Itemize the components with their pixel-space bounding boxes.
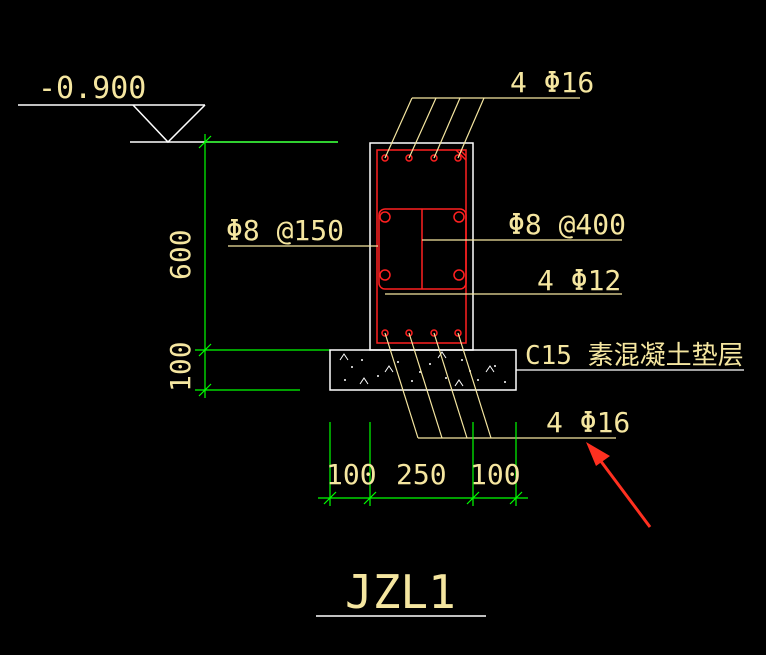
dim-h-right-label: 100 (470, 458, 521, 491)
dim-100-label: 100 (164, 341, 197, 392)
drawing-title: JZL1 (345, 565, 456, 619)
dim-h-middle-label: 250 (396, 458, 447, 491)
side-rebar-dot (453, 269, 465, 281)
stirrup-main-label: Φ8 @150 (226, 214, 344, 247)
side-rebar-dot (453, 211, 465, 223)
bottom-rebar-label: 4 Φ16 (546, 406, 630, 439)
side-rebar-dot (379, 269, 391, 281)
stirrup-tie-label: Φ8 @400 (508, 208, 626, 241)
annotation-arrow (586, 442, 652, 528)
top-rebar-leaders (384, 97, 580, 159)
top-rebar-label: 4 Φ16 (510, 66, 594, 99)
vertical-dimension (195, 134, 338, 398)
dim-h-left-label: 100 (326, 458, 377, 491)
pad-hatch (344, 359, 506, 383)
rebar-dots (379, 154, 465, 337)
pad-note-label: C15 素混凝土垫层 (525, 341, 744, 371)
horizontal-dimension (318, 422, 528, 506)
dim-600-label: 600 (164, 229, 197, 280)
side-rebar-label: 4 Φ12 (537, 264, 621, 297)
side-rebar-dot (379, 211, 391, 223)
elevation-label: -0.900 (38, 71, 146, 106)
elevation-marker: -0.900 (18, 71, 338, 144)
bottom-rebar-leaders (384, 332, 616, 439)
concrete-pad (329, 349, 517, 391)
stirrups (376, 149, 467, 344)
